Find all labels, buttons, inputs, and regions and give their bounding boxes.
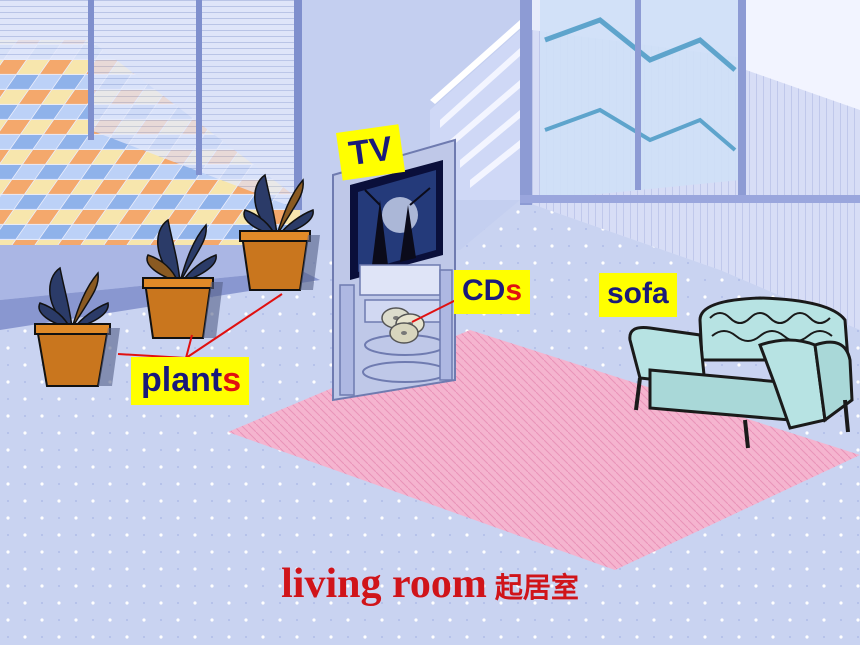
right-window-bright <box>746 0 860 110</box>
cds-label-main: CD <box>462 274 506 307</box>
plant-icon <box>34 173 320 387</box>
window-reflection <box>544 17 737 72</box>
caption-english: living room <box>281 561 487 607</box>
window-frame <box>738 0 746 200</box>
window-blinds-icon <box>0 0 300 60</box>
plants-label: plants <box>131 357 250 405</box>
sofa-icon <box>628 296 854 449</box>
window-sill <box>520 195 860 203</box>
cds-label-suffix: s <box>505 274 523 307</box>
plants-label-main: plant <box>141 361 223 399</box>
window-frame <box>635 0 641 190</box>
tv-label: TV <box>336 124 406 181</box>
window-frame <box>88 0 94 140</box>
window-frame <box>294 0 302 210</box>
cds-label: CDs <box>454 270 531 314</box>
window-reflection <box>544 107 737 152</box>
tv-icon <box>332 138 456 402</box>
ledge <box>0 245 300 300</box>
sofa-label: sofa <box>599 273 677 317</box>
window-frame <box>196 0 202 175</box>
cds-pointer-line <box>411 297 461 323</box>
window-blinds-icon <box>90 60 300 210</box>
sofa-label-text: sofa <box>607 277 669 310</box>
cd-icon <box>381 307 425 344</box>
plants-label-suffix: s <box>222 361 242 399</box>
caption-chinese: 起居室 <box>494 571 579 604</box>
tv-label-text: TV <box>346 129 395 174</box>
